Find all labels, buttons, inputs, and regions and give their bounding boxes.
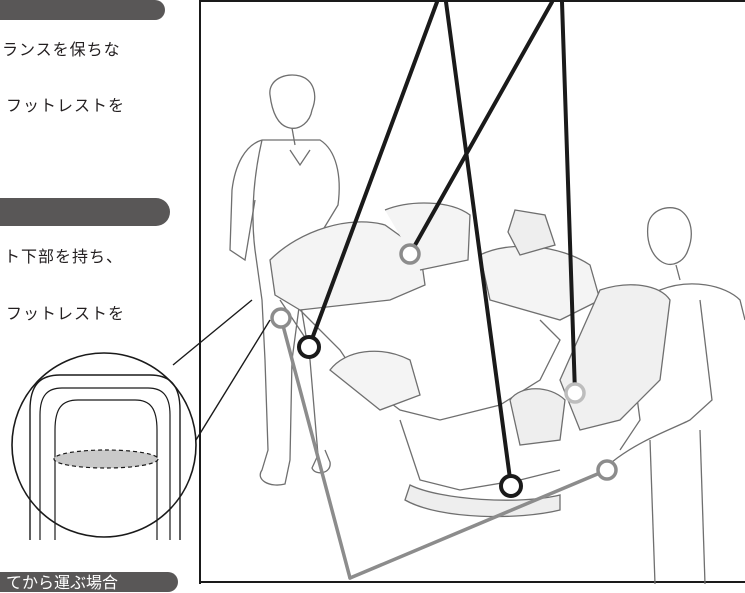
right-person-figure [611,207,745,584]
instruction-text-4: フットレストを [6,304,126,323]
zoom-pointer-line-1 [172,299,253,366]
instruction-text-2: フットレストを [6,96,126,115]
marker-grip-left [270,307,292,329]
marker-base-bottom [499,474,523,498]
zoom-pointer-line-2 [195,319,271,441]
callout-markers [270,243,618,498]
marker-armrest-far [399,243,421,265]
marker-armrest-left [297,335,321,359]
grip-detail-zoom [11,299,271,540]
section-header-bar-middle [0,198,170,226]
marker-footrest-far [564,382,586,404]
instruction-text-1: ランスを保ちな [2,40,121,59]
left-person-figure [229,74,340,486]
zoom-circle [11,352,197,538]
section-header-bar-top [0,0,165,20]
callout-lines [279,0,609,580]
marker-grip-right [596,459,618,481]
grip-point-highlight [53,449,159,469]
instruction-text-3: ト下部を持ち、 [4,247,124,266]
